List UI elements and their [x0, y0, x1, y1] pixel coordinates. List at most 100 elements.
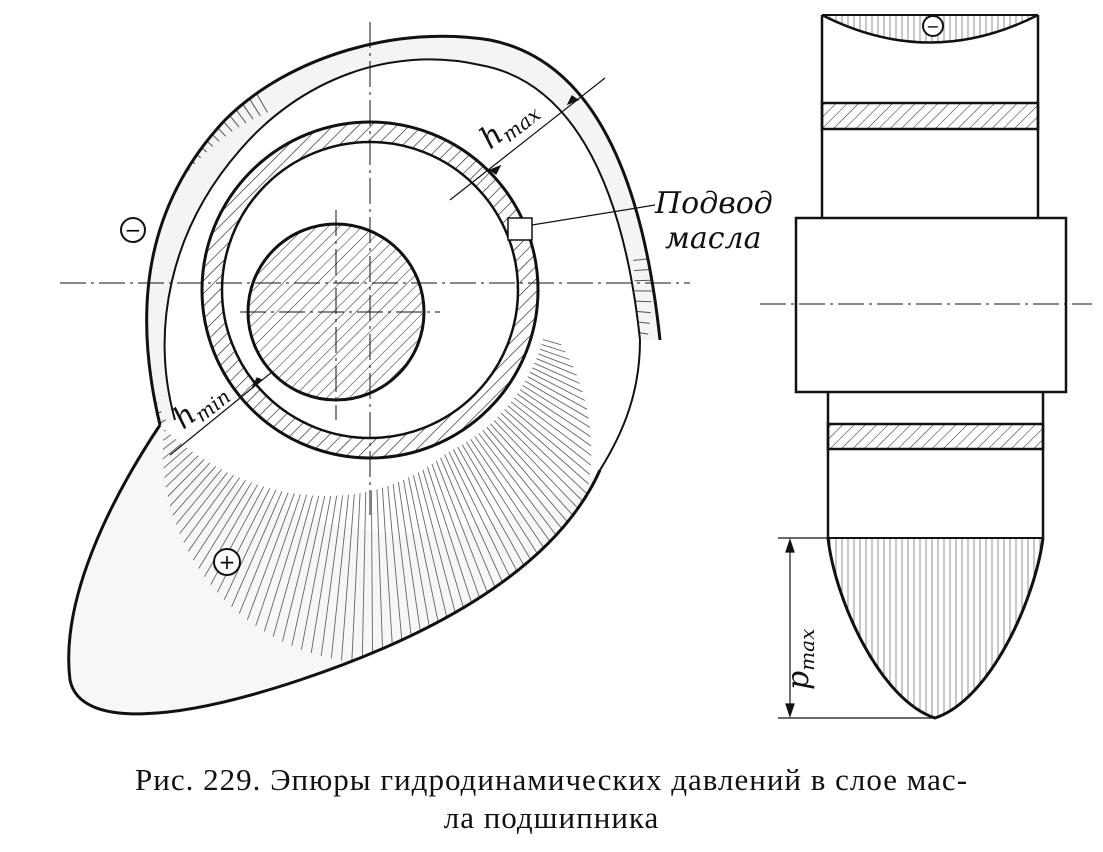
hatch-line	[256, 93, 268, 113]
hatch-line	[123, 259, 144, 262]
hatch-line	[390, 468, 415, 661]
center-lines	[60, 22, 690, 515]
hatch-line	[120, 341, 140, 346]
p-max-dimension	[778, 537, 935, 719]
hatch-line	[513, 397, 592, 456]
hatch-line	[395, 468, 425, 659]
hatch-line	[542, 339, 562, 346]
hatch-line	[536, 358, 577, 376]
hatch-line	[470, 438, 557, 567]
hatch-line	[507, 405, 591, 475]
hatch-line	[497, 416, 585, 504]
hatch-line	[341, 469, 357, 661]
hatch-line	[478, 433, 568, 550]
end-view: hmax hmin Подвод масла − +	[60, 22, 773, 716]
hatch-line	[609, 398, 627, 407]
hatch-line	[146, 376, 149, 385]
hatch-line	[493, 420, 583, 513]
hatch-line	[380, 469, 394, 663]
hatch-line	[120, 278, 141, 279]
p-max-label: pmax	[781, 629, 819, 690]
lower-oil-groove	[826, 422, 1045, 451]
clearance-dimensions	[169, 77, 606, 456]
positive-pressure-lobe	[67, 339, 641, 716]
svg-text:−: −	[125, 218, 142, 242]
hatch-line	[534, 362, 580, 384]
svg-text:+: +	[219, 550, 236, 574]
hatch-line	[165, 165, 185, 178]
svg-text:−: −	[926, 17, 939, 36]
hatch-line	[118, 314, 138, 316]
hatch-line	[176, 365, 207, 381]
hatch-line	[172, 369, 210, 389]
hatch-line	[584, 442, 599, 452]
hatch-line	[541, 343, 566, 353]
hatch-line	[146, 393, 155, 404]
hatch-line	[539, 348, 570, 360]
hatch-line	[300, 466, 337, 650]
hatch-line	[500, 412, 588, 494]
oil-feed-label-2: масла	[665, 221, 762, 256]
hatch-line	[527, 376, 588, 410]
hatch-line	[578, 450, 592, 461]
hatch-line	[118, 297, 139, 298]
hatch-line	[126, 368, 145, 375]
oil-feed-label-1: Подвод	[654, 186, 773, 221]
hatch-line	[146, 385, 151, 395]
hatch-line	[596, 426, 611, 435]
hatch-line	[634, 279, 652, 282]
hatch-line	[590, 434, 605, 444]
oil-feed-hole	[507, 217, 533, 241]
hatch-line	[490, 423, 580, 523]
hatch-line	[400, 467, 435, 656]
hatch-line	[516, 393, 592, 447]
hatch-line	[330, 468, 352, 659]
hatch-line	[370, 469, 374, 664]
hatch-line	[617, 379, 635, 387]
hatch-line	[150, 188, 171, 198]
side-shaft	[760, 216, 1092, 394]
hatch-line	[361, 469, 367, 663]
hatch-line	[155, 180, 175, 191]
hatch-line	[519, 389, 591, 438]
hatch-line	[385, 469, 405, 662]
hatch-line	[122, 268, 143, 270]
bearing-pressure-diagram: hmax hmin Подвод масла − + −	[60, 13, 1092, 720]
side-negative-pressure: −	[821, 13, 1039, 44]
hatch-line	[634, 268, 652, 272]
hatch-line	[179, 360, 205, 373]
hatch-line	[124, 359, 144, 365]
figure-caption-line-1: Рис. 229. Эпюры гидродинамических давлен…	[134, 762, 969, 797]
hatch-line	[182, 355, 203, 365]
hatch-line	[510, 401, 591, 466]
positive-sign-marker: +	[213, 548, 241, 576]
hatch-line	[351, 469, 362, 662]
hatch-line	[626, 350, 645, 356]
hatch-line	[522, 385, 591, 428]
hatch-line	[186, 351, 202, 358]
side-positive-pressure	[826, 537, 1045, 720]
hatch-line	[320, 468, 347, 657]
hatch-line	[146, 196, 166, 206]
hatch-line	[248, 96, 261, 116]
side-view: − pmax	[760, 13, 1092, 720]
hatch-line	[118, 305, 139, 306]
hatch-line	[375, 469, 384, 664]
hatch-line	[118, 323, 138, 326]
hatch-line	[486, 426, 576, 532]
hatch-line	[529, 371, 586, 401]
hatch-line	[525, 380, 589, 419]
hatch-line	[148, 419, 166, 426]
hatch-line	[605, 407, 622, 417]
hatch-line	[634, 300, 652, 303]
hatch-line	[126, 250, 147, 254]
hatch-line	[565, 466, 578, 478]
hatch-line	[146, 204, 162, 213]
hatch-line	[160, 172, 180, 184]
hatch-line	[600, 416, 617, 426]
h-min-label: hmin	[166, 373, 235, 438]
hatch-line	[572, 458, 586, 470]
hatch-line	[538, 353, 574, 368]
oil-feed-leader	[531, 204, 656, 226]
hatch-line	[613, 389, 631, 397]
